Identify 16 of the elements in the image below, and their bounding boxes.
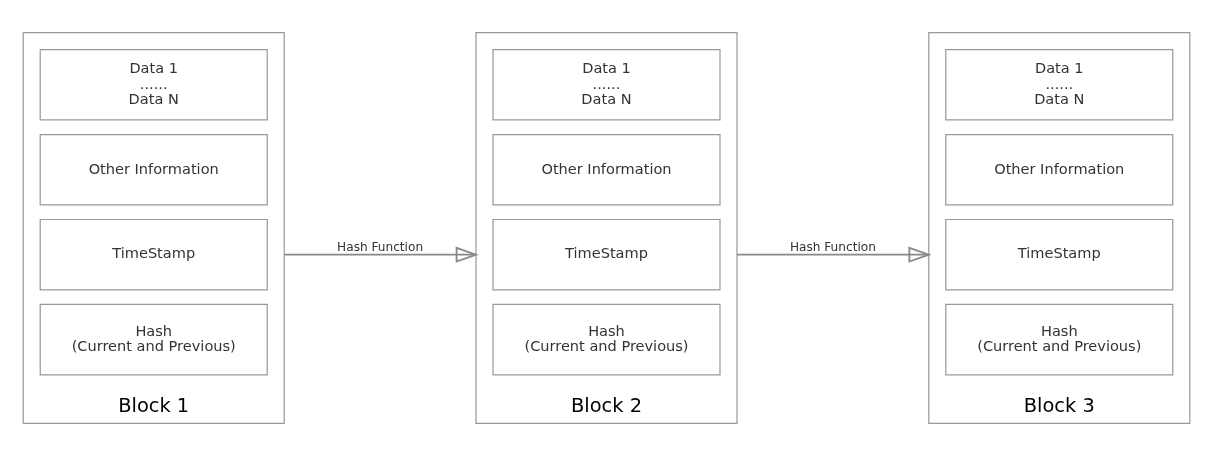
- edge-label: Hash Function: [789, 239, 876, 254]
- node-box: Data 1 ...... Data N: [492, 48, 721, 121]
- node-box: Hash (Current and Previous): [39, 303, 268, 375]
- arrow: [283, 246, 479, 263]
- edge-label: Hash Function: [337, 239, 424, 254]
- node-box: Data 1 ...... Data N: [39, 48, 268, 121]
- node-box: Other Information: [39, 133, 268, 206]
- node-box: Other Information: [945, 133, 1174, 206]
- node-box: TimeStamp: [492, 218, 721, 290]
- node-box: Hash (Current and Previous): [945, 303, 1174, 375]
- node-box: TimeStamp: [945, 218, 1174, 290]
- node-box: TimeStamp: [39, 218, 268, 290]
- node-box: Data 1 ...... Data N: [945, 48, 1174, 121]
- node-box: Hash (Current and Previous): [492, 303, 721, 375]
- arrow: [736, 246, 932, 263]
- node-box: Other Information: [492, 133, 721, 206]
